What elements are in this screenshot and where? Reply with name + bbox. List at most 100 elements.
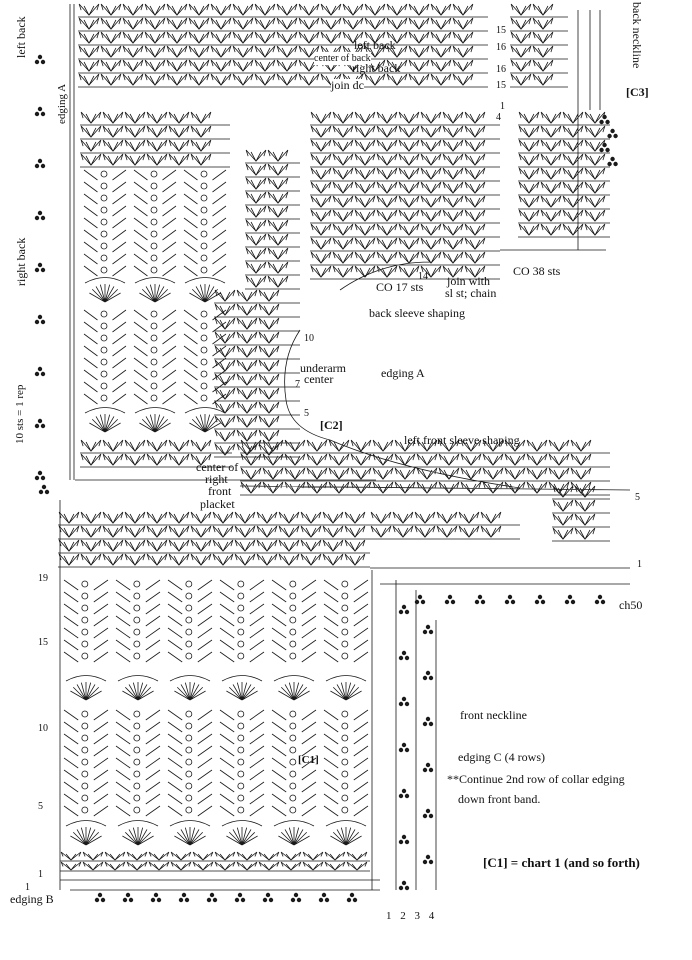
picot-dot — [428, 767, 434, 773]
picot-dot — [401, 604, 407, 610]
picot-dot — [420, 599, 426, 605]
label-back-neckline: back neckline — [630, 2, 644, 69]
picot-dot — [510, 599, 516, 605]
stitch-marks — [58, 3, 631, 891]
picot-dot — [425, 854, 431, 860]
picot-dot — [444, 599, 450, 605]
picot-dot — [212, 897, 218, 903]
picot-dot — [34, 423, 40, 429]
picot-dot — [37, 314, 43, 320]
picot-dot — [398, 701, 404, 707]
picot-dot — [607, 133, 612, 139]
picot-dot — [352, 897, 358, 903]
row-marker-5-left: 5 — [38, 801, 43, 812]
picot-dot — [404, 609, 410, 615]
picot-dot — [428, 675, 434, 681]
picot-dot — [209, 892, 215, 898]
picot-dot — [268, 897, 274, 903]
row-marker-1-right: 1 — [637, 559, 642, 570]
stitch-paths — [58, 3, 631, 891]
label-ten-sts: 10 sts = 1 rep — [14, 384, 26, 444]
picot-dot — [324, 897, 330, 903]
picot-dot — [477, 594, 483, 600]
picot-dot — [265, 892, 271, 898]
picot-dot — [422, 675, 428, 681]
label-c3: [C3] — [626, 85, 649, 99]
picot-dot — [153, 892, 159, 898]
label-back-sleeve-shaping: back sleeve shaping — [369, 306, 465, 320]
label-center: center — [304, 372, 334, 386]
label-edging-a: edging A — [381, 366, 425, 380]
picot-dot — [178, 897, 184, 903]
label-co-38: CO 38 sts — [513, 264, 561, 278]
label-edging-c: edging C (4 rows) — [458, 750, 545, 764]
picot-dot — [425, 762, 431, 768]
picot-dot — [605, 147, 610, 153]
picot-dot — [37, 262, 43, 268]
label-right: right — [205, 472, 228, 486]
picot-dot — [34, 267, 40, 273]
picot-dot — [40, 59, 46, 65]
picot-dot — [404, 747, 410, 753]
label-edging-b: edging B — [10, 892, 54, 906]
label-left-back-vertical: left back — [14, 16, 28, 58]
label-right-back-vertical: right back — [14, 237, 28, 286]
label-join-dc: join dc — [331, 78, 364, 92]
picot-dot — [401, 650, 407, 656]
label-c2: [C2] — [320, 418, 343, 432]
label-co-17: CO 17 sts — [376, 280, 424, 294]
picot-dot — [428, 859, 434, 865]
picot-dot — [474, 599, 480, 605]
label-sl-st-chain: sl st; chain — [445, 286, 497, 300]
picot-dot — [401, 742, 407, 748]
picot-dot — [181, 892, 187, 898]
picot-dot — [404, 839, 410, 845]
row-marker-10: 10 — [304, 333, 314, 344]
picot-edging — [34, 54, 618, 903]
picot-dot — [425, 624, 431, 630]
picot-dot — [398, 885, 404, 891]
picot-dot — [610, 156, 615, 162]
picot-dot — [404, 885, 410, 891]
picot-dot — [240, 897, 246, 903]
picot-dot — [422, 767, 428, 773]
picot-dot — [599, 147, 604, 153]
picot-dot — [156, 897, 162, 903]
label-c1-note: [C1] = chart 1 (and so forth) — [483, 855, 640, 870]
picot-dot — [398, 839, 404, 845]
picot-dot — [44, 489, 50, 495]
picot-dot — [94, 897, 100, 903]
picot-dot — [422, 721, 428, 727]
picot-dot — [398, 609, 404, 615]
picot-dot — [607, 161, 612, 167]
label-center-of: center of — [196, 460, 239, 474]
picot-dot — [234, 897, 240, 903]
picot-dot — [40, 319, 46, 325]
picot-dot — [417, 594, 423, 600]
picot-dot — [122, 897, 128, 903]
picot-dot — [534, 599, 540, 605]
row-marker-16b: 16 — [496, 64, 506, 75]
picot-dot — [349, 892, 355, 898]
row-marker-1-left: 1 — [38, 869, 43, 880]
picot-dot — [97, 892, 103, 898]
picot-dot — [40, 475, 46, 481]
label-underarm: underarm — [300, 361, 346, 375]
picot-dot — [504, 599, 510, 605]
picot-dot — [480, 599, 486, 605]
picot-dot — [401, 880, 407, 886]
row-marker-5-right: 5 — [635, 492, 640, 503]
picot-dot — [613, 161, 618, 167]
picot-dot — [401, 834, 407, 840]
picot-dot — [37, 158, 43, 164]
row-marker-14: 14 — [418, 271, 428, 282]
label-left-front-sleeve-shaping: left front sleeve shaping — [404, 433, 520, 447]
picot-dot — [401, 788, 407, 794]
picot-dot — [425, 670, 431, 676]
label-bottom-numbers: 1 2 3 4 — [386, 910, 438, 922]
picot-dot — [610, 128, 615, 134]
row-marker-7: 7 — [295, 379, 300, 390]
picot-dot — [40, 111, 46, 117]
